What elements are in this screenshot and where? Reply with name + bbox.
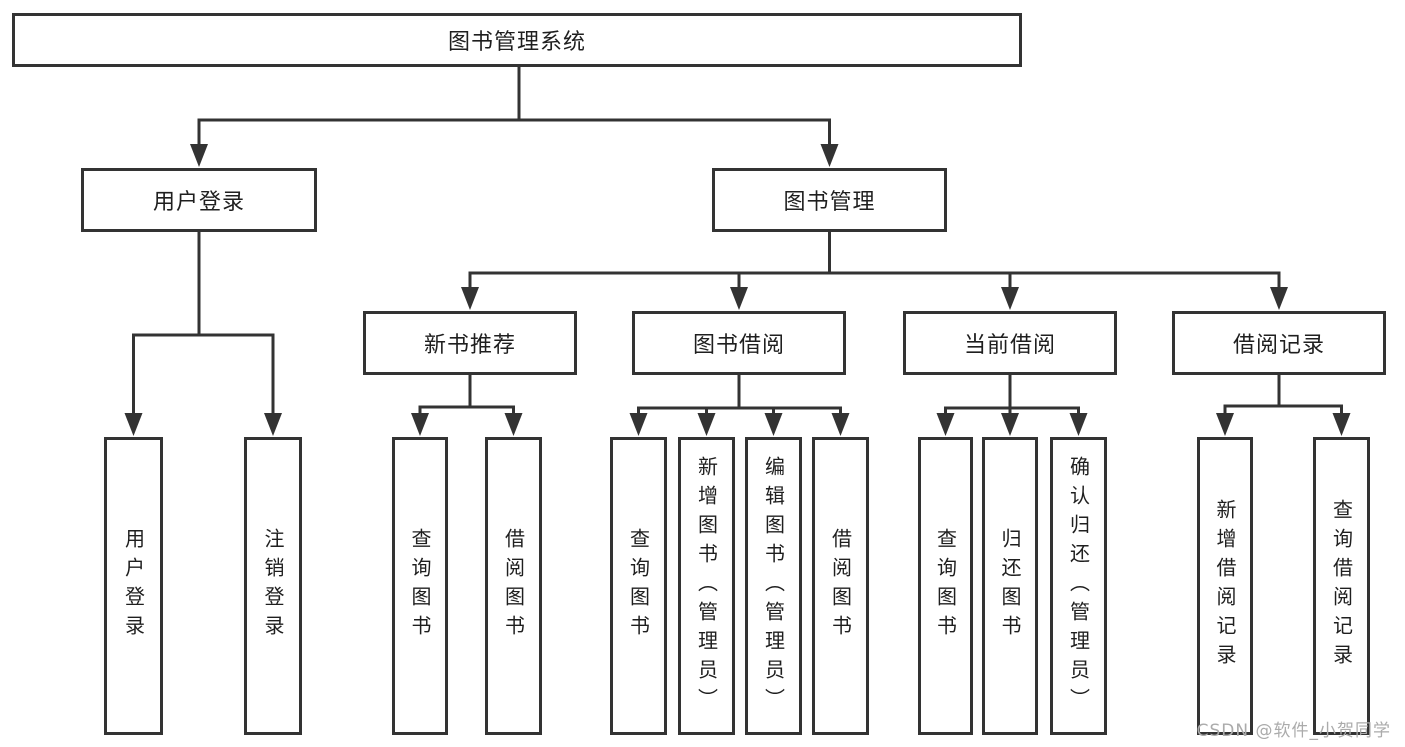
arrowhead bbox=[1069, 413, 1088, 436]
leaf-cb-confirm-return-admin-label: 确认归还（管理员） bbox=[1066, 455, 1091, 717]
leaf-br-query-record-label: 查询借阅记录 bbox=[1329, 499, 1354, 673]
node-borrow-records-label: 借阅记录 bbox=[1232, 333, 1325, 358]
arrowhead bbox=[764, 413, 783, 436]
leaf-cb-query-books: 查询图书 bbox=[918, 437, 973, 735]
arrowhead bbox=[504, 413, 523, 436]
node-book-borrow: 图书借阅 bbox=[632, 311, 846, 375]
leaf-nb-query-books-label: 查询图书 bbox=[408, 528, 432, 644]
leaf-br-query-record: 查询借阅记录 bbox=[1313, 437, 1370, 735]
arrowhead bbox=[190, 144, 208, 167]
node-borrow-records: 借阅记录 bbox=[1172, 311, 1386, 375]
arrowhead bbox=[461, 287, 479, 310]
leaf-bb-borrow-books: 借阅图书 bbox=[812, 437, 869, 735]
leaf-nb-query-books: 查询图书 bbox=[392, 437, 448, 735]
connector-root-to-level2 bbox=[197, 67, 831, 150]
leaf-br-add-record: 新增借阅记录 bbox=[1197, 437, 1253, 735]
node-new-book-recommend: 新书推荐 bbox=[363, 311, 577, 375]
connector-book-borrow-children bbox=[637, 375, 842, 416]
connector-book-management-children bbox=[468, 232, 1281, 290]
leaf-cb-query-books-label: 查询图书 bbox=[933, 528, 958, 644]
arrowhead bbox=[831, 413, 850, 436]
node-current-borrow-label: 当前借阅 bbox=[963, 333, 1056, 358]
connector-borrow-records-children bbox=[1223, 375, 1343, 416]
arrowhead bbox=[1332, 413, 1351, 436]
connector-current-borrow-children bbox=[944, 375, 1080, 416]
leaf-bb-borrow-books-label: 借阅图书 bbox=[828, 528, 853, 644]
leaf-bb-add-books-admin: 新增图书（管理员） bbox=[678, 437, 735, 735]
leaf-user-login-label: 用户登录 bbox=[121, 528, 146, 644]
arrowhead bbox=[1270, 287, 1288, 310]
arrowhead bbox=[1001, 413, 1019, 436]
leaf-bb-query-books: 查询图书 bbox=[610, 437, 667, 735]
arrowhead bbox=[264, 413, 282, 436]
leaf-nb-borrow-books-label: 借阅图书 bbox=[501, 528, 526, 644]
arrowhead bbox=[697, 413, 716, 436]
node-book-management-label: 图书管理 bbox=[783, 190, 876, 215]
node-current-borrow: 当前借阅 bbox=[903, 311, 1117, 375]
connector-new-book-recommend-children bbox=[418, 375, 515, 416]
node-user-login: 用户登录 bbox=[81, 168, 317, 232]
node-root: 图书管理系统 bbox=[12, 13, 1022, 67]
node-book-management: 图书管理 bbox=[712, 168, 947, 232]
leaf-cb-return-books: 归还图书 bbox=[982, 437, 1038, 735]
leaf-bb-add-books-admin-label: 新增图书（管理员） bbox=[694, 455, 719, 717]
arrowhead bbox=[629, 413, 648, 436]
leaf-bb-query-books-label: 查询图书 bbox=[626, 528, 651, 644]
arrowhead bbox=[1001, 287, 1019, 310]
leaf-user-login: 用户登录 bbox=[104, 437, 163, 735]
arrowhead bbox=[1216, 413, 1234, 436]
arrowhead bbox=[936, 413, 955, 436]
node-root-label: 图书管理系统 bbox=[447, 30, 586, 55]
node-book-borrow-label: 图书借阅 bbox=[692, 333, 785, 358]
arrowhead bbox=[411, 413, 429, 436]
node-user-login-label: 用户登录 bbox=[152, 190, 245, 215]
node-new-book-recommend-label: 新书推荐 bbox=[423, 333, 516, 358]
leaf-cb-confirm-return-admin: 确认归还（管理员） bbox=[1050, 437, 1107, 735]
arrowhead bbox=[730, 287, 748, 310]
leaf-br-add-record-label: 新增借阅记录 bbox=[1213, 499, 1237, 673]
leaf-bb-edit-books-admin: 编辑图书（管理员） bbox=[745, 437, 802, 735]
leaf-bb-edit-books-admin-label: 编辑图书（管理员） bbox=[761, 455, 786, 717]
arrowhead bbox=[820, 144, 839, 167]
connector-user-login-children bbox=[132, 232, 275, 416]
watermark: CSDN @软件_小贺同学 bbox=[1196, 721, 1391, 741]
arrowhead bbox=[124, 413, 143, 436]
leaf-logout-label: 注销登录 bbox=[261, 528, 285, 644]
leaf-cb-return-books-label: 归还图书 bbox=[998, 528, 1022, 644]
leaf-nb-borrow-books: 借阅图书 bbox=[485, 437, 542, 735]
leaf-logout: 注销登录 bbox=[244, 437, 302, 735]
